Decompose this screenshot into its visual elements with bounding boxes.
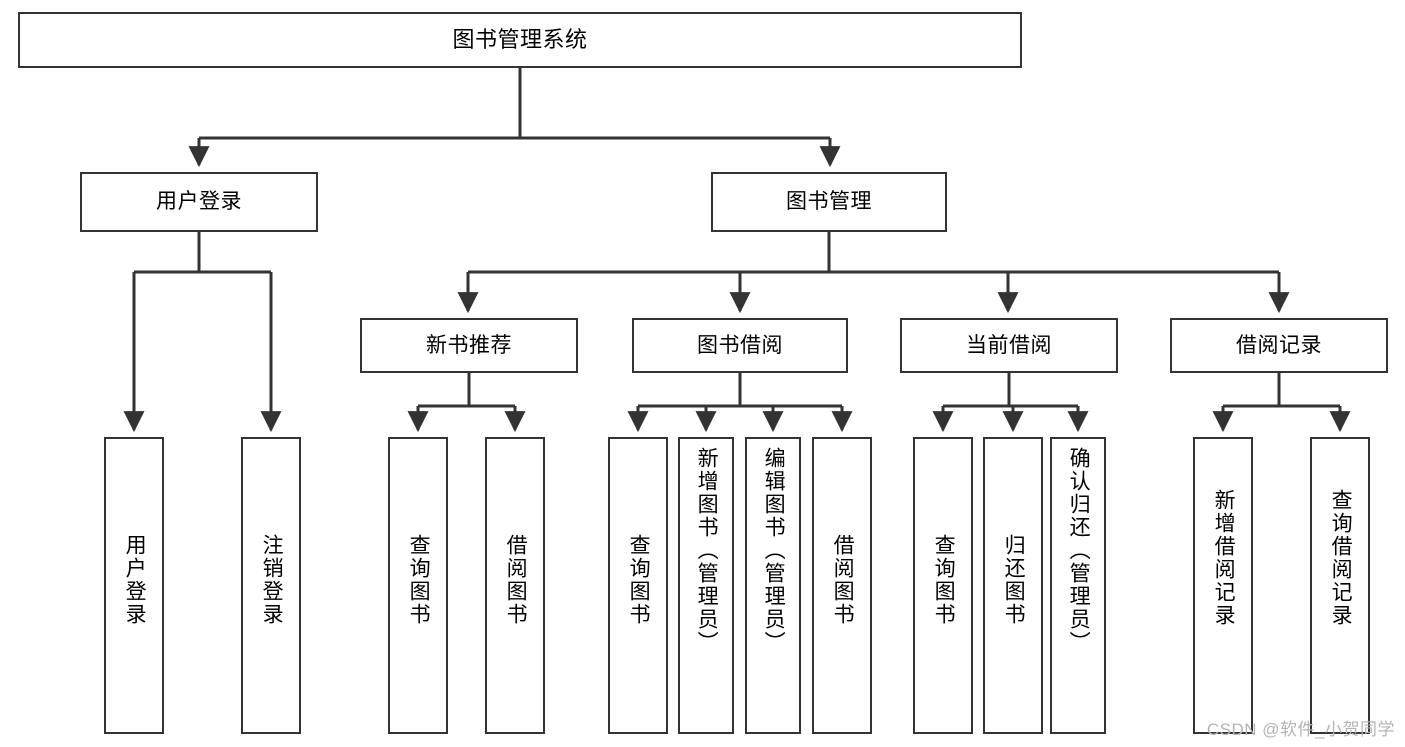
leaf-edit-book-admin-label: 编辑图书（管理员） — [762, 447, 786, 654]
node-borrow-records[interactable]: 借阅记录 — [1170, 318, 1388, 373]
node-book-borrow[interactable]: 图书借阅 — [632, 318, 848, 373]
leaf-borrow-book[interactable]: 借阅图书 — [812, 437, 872, 734]
leaf-borrow-book-recommend-label: 借阅图书 — [504, 534, 528, 626]
leaf-add-book-admin[interactable]: 新增图书（管理员） — [678, 437, 734, 734]
leaf-query-book-recommend[interactable]: 查询图书 — [388, 437, 448, 734]
leaf-query-book-current-label: 查询图书 — [932, 534, 956, 626]
node-book-borrow-label: 图书借阅 — [697, 333, 783, 357]
leaf-edit-book-admin[interactable]: 编辑图书（管理员） — [745, 437, 801, 734]
leaf-add-book-admin-label: 新增图书（管理员） — [695, 447, 719, 654]
leaf-confirm-return-admin-label: 确认归还（管理员） — [1067, 447, 1091, 654]
node-borrow-records-label: 借阅记录 — [1236, 333, 1322, 357]
node-user-login[interactable]: 用户登录 — [80, 172, 318, 232]
leaf-confirm-return-admin[interactable]: 确认归还（管理员） — [1050, 437, 1106, 734]
leaf-return-book[interactable]: 归还图书 — [983, 437, 1043, 734]
node-new-book-recommend-label: 新书推荐 — [426, 333, 512, 357]
watermark-text: CSDN @软件_小贺同学 — [1206, 720, 1395, 739]
node-book-manage[interactable]: 图书管理 — [711, 172, 947, 232]
leaf-query-borrow-record-label: 查询借阅记录 — [1329, 489, 1353, 627]
leaf-query-book-current[interactable]: 查询图书 — [913, 437, 973, 734]
leaf-add-borrow-record-label: 新增借阅记录 — [1212, 489, 1236, 627]
node-current-borrow[interactable]: 当前借阅 — [900, 318, 1118, 373]
leaf-user-logout-label: 注销登录 — [260, 534, 284, 626]
node-user-login-label: 用户登录 — [156, 190, 242, 214]
leaf-return-book-label: 归还图书 — [1002, 534, 1026, 626]
leaf-user-logout[interactable]: 注销登录 — [241, 437, 301, 734]
leaf-query-book-recommend-label: 查询图书 — [407, 534, 431, 626]
leaf-user-login-label: 用户登录 — [123, 534, 147, 626]
leaf-user-login[interactable]: 用户登录 — [104, 437, 164, 734]
leaf-borrow-book-recommend[interactable]: 借阅图书 — [485, 437, 545, 734]
node-current-borrow-label: 当前借阅 — [966, 333, 1052, 357]
leaf-query-book-borrow[interactable]: 查询图书 — [608, 437, 668, 734]
leaf-add-borrow-record[interactable]: 新增借阅记录 — [1193, 437, 1253, 734]
node-book-manage-label: 图书管理 — [786, 190, 872, 214]
leaf-query-borrow-record[interactable]: 查询借阅记录 — [1310, 437, 1370, 734]
leaf-query-book-borrow-label: 查询图书 — [627, 534, 651, 626]
node-root[interactable]: 图书管理系统 — [18, 12, 1022, 68]
node-new-book-recommend[interactable]: 新书推荐 — [360, 318, 578, 373]
node-root-label: 图书管理系统 — [452, 26, 588, 52]
leaf-borrow-book-label: 借阅图书 — [831, 534, 855, 626]
